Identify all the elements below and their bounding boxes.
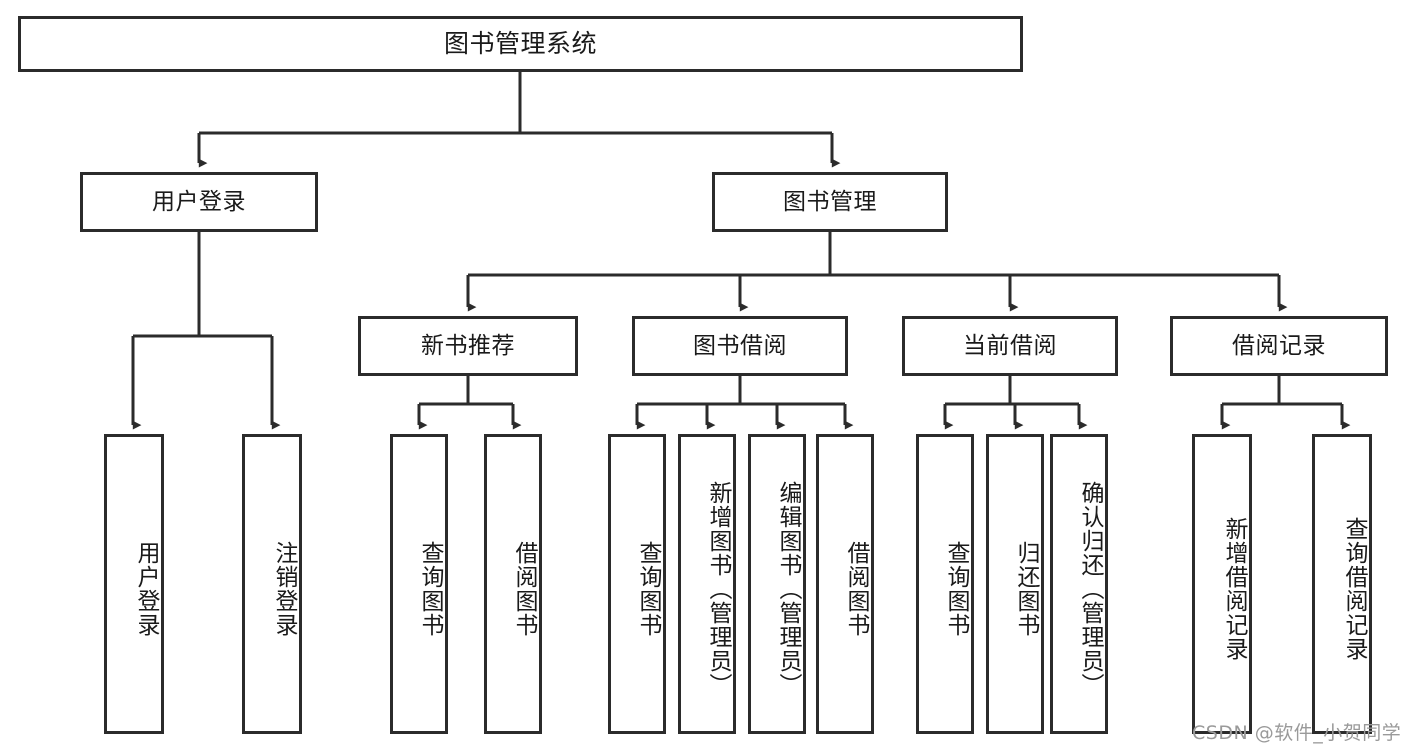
leaf-node-return-book[interactable]: 归还图书 [986, 434, 1044, 734]
node-label: 注销登录 [271, 541, 297, 637]
leaf-node-query-book-recommend[interactable]: 查询图书 [390, 434, 448, 734]
leaf-node-query-book-borrow[interactable]: 查询图书 [608, 434, 666, 734]
node-label: 查询图书 [417, 541, 443, 637]
node-label: 查询图书 [635, 541, 661, 637]
node-label: 确认归还（管理员） [1077, 481, 1103, 697]
leaf-node-borrow-book[interactable]: 借阅图书 [816, 434, 874, 734]
node-label: 新增图书（管理员） [705, 481, 731, 697]
node-label: 当前借阅 [963, 332, 1057, 359]
node-label: 图书管理 [783, 188, 877, 215]
leaf-node-edit-book[interactable]: 编辑图书（管理员） [748, 434, 806, 734]
node-new-book-recommend[interactable]: 新书推荐 [358, 316, 578, 376]
node-borrow-record[interactable]: 借阅记录 [1170, 316, 1388, 376]
node-label: 查询图书 [943, 541, 969, 637]
node-label: 新增借阅记录 [1221, 517, 1247, 661]
leaf-node-add-borrow-record[interactable]: 新增借阅记录 [1192, 434, 1252, 734]
node-label: 新书推荐 [421, 332, 515, 359]
node-label: 用户登录 [133, 541, 159, 637]
node-book-management[interactable]: 图书管理 [712, 172, 948, 232]
node-current-borrow[interactable]: 当前借阅 [902, 316, 1118, 376]
leaf-node-query-borrow-record[interactable]: 查询借阅记录 [1312, 434, 1372, 734]
node-label: 借阅图书 [843, 541, 869, 637]
leaf-node-logout[interactable]: 注销登录 [242, 434, 302, 734]
leaf-node-query-book-current[interactable]: 查询图书 [916, 434, 974, 734]
node-label: 归还图书 [1013, 541, 1039, 637]
node-label: 用户登录 [152, 188, 246, 215]
node-root-system[interactable]: 图书管理系统 [18, 16, 1023, 72]
leaf-node-add-book[interactable]: 新增图书（管理员） [678, 434, 736, 734]
node-label: 编辑图书（管理员） [775, 481, 801, 697]
node-label: 借阅记录 [1232, 332, 1326, 359]
leaf-node-confirm-return[interactable]: 确认归还（管理员） [1050, 434, 1108, 734]
node-user-login[interactable]: 用户登录 [80, 172, 318, 232]
node-label: 图书管理系统 [443, 28, 597, 58]
leaf-node-borrow-book-recommend[interactable]: 借阅图书 [484, 434, 542, 734]
node-label: 借阅图书 [511, 541, 537, 637]
leaf-node-user-login[interactable]: 用户登录 [104, 434, 164, 734]
node-label: 查询借阅记录 [1341, 517, 1367, 661]
node-book-borrow[interactable]: 图书借阅 [632, 316, 848, 376]
watermark-text: CSDN @软件_小贺同学 [1192, 722, 1402, 744]
node-label: 图书借阅 [693, 332, 787, 359]
